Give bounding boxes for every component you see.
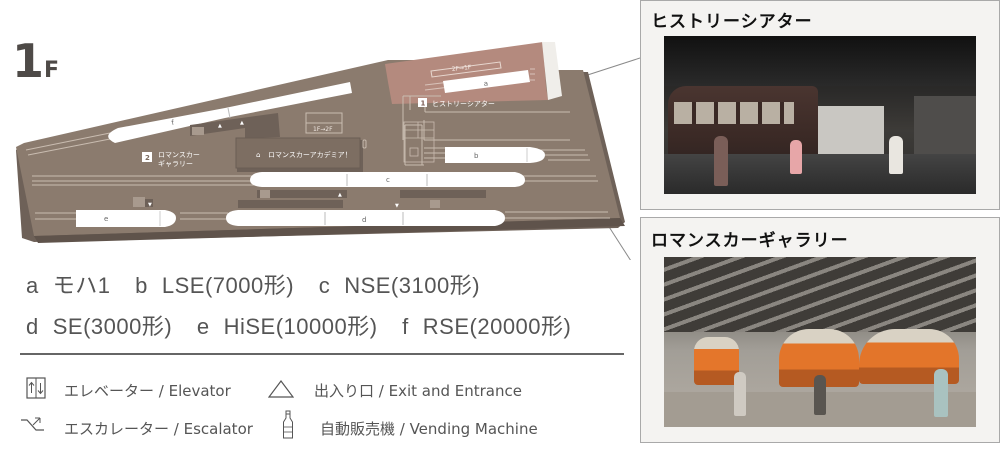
academy-name: ロマンスカーアカデミア！ <box>268 150 352 159</box>
train-a-label: a <box>483 80 488 88</box>
entrance-icon <box>268 380 294 398</box>
elevator-e-marker <box>145 199 153 207</box>
entrance-legend-label: 出入り口 / Exit and Entrance <box>314 382 522 400</box>
tracks <box>25 95 610 220</box>
history-theater-title: ヒストリーシアター <box>651 12 813 32</box>
photo-visitor <box>790 140 802 174</box>
train-e-label: e <box>104 215 108 223</box>
train-c-label: c <box>386 176 390 184</box>
floor-suffix: F <box>44 58 60 83</box>
train-a[interactable]: a <box>443 70 530 93</box>
escalator-f-icon <box>192 127 204 135</box>
escalator-1f-2f: 1F→2F <box>305 112 343 134</box>
photo-visitor <box>734 372 746 416</box>
vending-machine-legend-label: 自動販売機 / Vending Machine <box>320 420 538 438</box>
photo-visitor <box>934 369 948 417</box>
photo-ceiling-ducts <box>664 257 976 332</box>
vending-machine-icon <box>283 410 293 439</box>
entrance-marker: ▼ <box>395 203 399 209</box>
floor-map: 2F→1F a 1 ヒストリーシアター f ▲ ▲ 1F→2F 2 ロマンスカー… <box>16 42 640 260</box>
photo-visitor <box>814 375 826 415</box>
legend-key-b: b <box>135 273 148 298</box>
elevator-legend-label: エレベーター / Elevator <box>64 382 231 400</box>
entrance-marker: ▲ <box>218 123 222 129</box>
entrance-marker: ▼ <box>148 202 152 208</box>
photo-train-left <box>694 337 739 385</box>
history-theater-name: ヒストリーシアター <box>432 99 495 108</box>
photo-back-wall <box>814 106 884 156</box>
legend-name-f: RSE(20000形) <box>422 314 572 339</box>
floor-number: 1 <box>12 34 44 88</box>
legend-name-a: モハ1 <box>52 273 111 298</box>
history-theater-photo <box>664 36 976 194</box>
train-c[interactable]: c <box>250 172 525 187</box>
train-legend-row-1: a モハ1 b LSE(7000形) c NSE(3100形) <box>26 268 498 300</box>
train-b-label: b <box>474 152 479 160</box>
train-b[interactable]: b <box>445 147 545 163</box>
gallery-name-1: ロマンスカー <box>158 151 200 159</box>
history-theater-label: 1 ヒストリーシアター <box>418 98 495 108</box>
history-theater-panel: ヒストリーシアター <box>640 0 1000 210</box>
escalator-cd-icon <box>260 190 270 198</box>
legend-name-e: HiSE(10000形) <box>223 314 378 339</box>
platform-cd <box>257 190 347 198</box>
train-f-label: f <box>171 119 176 127</box>
legend-key-a: a <box>26 273 39 298</box>
photo-ceiling <box>664 36 976 86</box>
gallery-number: 2 <box>145 154 150 162</box>
photo-train-windows <box>674 102 794 124</box>
legend-key-c: c <box>318 273 331 298</box>
gallery-name-2: ギャラリー <box>158 160 193 168</box>
romancecar-gallery-title: ロマンスカーギャラリー <box>651 231 849 251</box>
photo-visitor <box>889 136 903 174</box>
legend-key-d: d <box>26 314 39 339</box>
elevator-icon <box>26 377 46 399</box>
escalator-up-label: 1F→2F <box>313 126 333 133</box>
history-theater-number: 1 <box>421 100 426 108</box>
escalator-legend-label: エスカレーター / Escalator <box>64 420 253 438</box>
legend-name-d: SE(3000形) <box>52 314 173 339</box>
romancecar-gallery-panel: ロマンスカーギャラリー <box>640 217 1000 443</box>
legend-key-e: e <box>196 314 210 339</box>
entrance-marker: ▲ <box>338 192 342 198</box>
stairs-block <box>403 121 435 163</box>
romancecar-academia-room: ⌂ ロマンスカーアカデミア！ <box>235 137 363 172</box>
platform-cd-right <box>400 190 486 198</box>
legend-name-c: NSE(3100形) <box>344 273 481 298</box>
romancecar-gallery-photo <box>664 257 976 427</box>
legend-name-b: LSE(7000形) <box>161 273 295 298</box>
escalator-icon <box>21 417 44 431</box>
photo-right-wall <box>914 96 976 156</box>
legend-key-f: f <box>402 314 409 339</box>
wall-segment <box>542 42 562 100</box>
train-legend-row-2: d SE(3000形) e HiSE(10000形) f RSE(20000形) <box>26 309 589 341</box>
photo-visitor <box>714 136 728 186</box>
legend-divider <box>20 353 624 355</box>
photo-floor <box>664 154 976 194</box>
train-f[interactable]: f <box>108 82 352 143</box>
train-d-label: d <box>362 216 366 224</box>
vending-machine-marker <box>362 139 367 149</box>
train-d[interactable]: d <box>226 210 505 226</box>
escalator-d-icon <box>430 200 440 208</box>
platform-f <box>190 113 280 138</box>
train-e[interactable]: e <box>76 210 176 227</box>
escalator-e-icon <box>133 197 145 207</box>
platform-d <box>238 200 343 208</box>
escalator-down-label: 2F→1F <box>451 64 472 73</box>
escalator-2f-1f: 2F→1F <box>430 61 502 78</box>
floor-label: 1F <box>12 38 59 84</box>
academy-icon: ⌂ <box>256 151 260 159</box>
romancecar-gallery-label: 2 ロマンスカー ギャラリー <box>142 151 200 168</box>
entrance-marker: ▲ <box>240 120 244 126</box>
